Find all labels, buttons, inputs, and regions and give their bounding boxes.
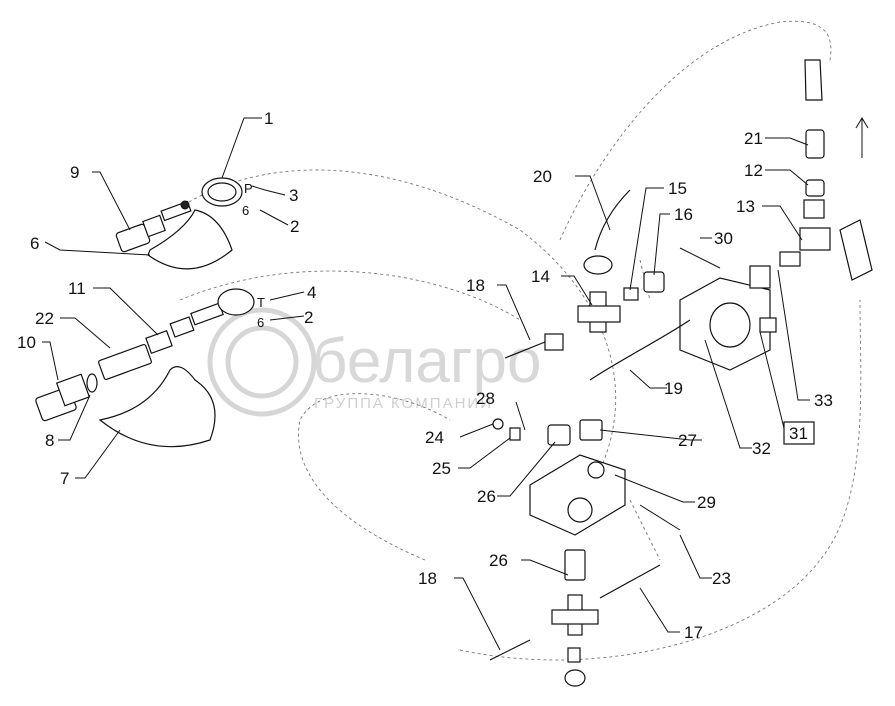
dust-cap-7 (98, 366, 216, 448)
label-23: 23 (712, 569, 731, 588)
label-22: 22 (35, 309, 54, 328)
label-32: 32 (752, 439, 771, 458)
label-20: 20 (533, 167, 552, 186)
valve-29 (529, 454, 626, 536)
label-19: 19 (664, 379, 683, 398)
callout-labels: 1 9 3 2 6 4 2 11 22 10 8 7 20 15 16 30 1… (17, 109, 833, 642)
label-3: 3 (289, 186, 298, 205)
coupling-assembly-upper (115, 177, 243, 270)
quick-coupling-9 (115, 200, 192, 253)
label-9: 9 (70, 163, 79, 182)
coupling-assembly-lower (35, 288, 255, 448)
bolt-30 (679, 247, 721, 269)
label-16: 16 (674, 205, 693, 224)
watermark-brand: белагро (312, 327, 541, 396)
label-18-upper: 18 (466, 276, 485, 295)
bolt-23 (639, 504, 681, 531)
dust-cap-6-upper (147, 209, 233, 270)
label-8: 8 (45, 431, 54, 450)
label-17: 17 (684, 623, 703, 642)
adapter-27 (579, 419, 603, 441)
label-30: 30 (714, 229, 733, 248)
watermark-subtitle: ГРУППА КОМПАНИЙ (314, 394, 493, 412)
label-14: 14 (531, 267, 550, 286)
label-2-lower: 2 (304, 308, 313, 327)
label-31: 31 (789, 424, 808, 443)
label-12: 12 (744, 161, 763, 180)
label-13: 13 (736, 197, 755, 216)
symbol-arrow (855, 117, 869, 158)
hose-20 (583, 189, 631, 275)
fittings-24-25-28 (492, 418, 571, 446)
label-27: 27 (678, 431, 697, 450)
fitting-21-12-13 (779, 59, 873, 281)
tag-6-upper: 6 (242, 203, 249, 218)
label-11: 11 (68, 279, 86, 298)
quick-coupling-10 (35, 373, 91, 422)
tag-p: P (244, 181, 253, 196)
valve-block-31 (679, 265, 777, 371)
tee-14 (577, 291, 621, 333)
tag-6-lower: 6 (257, 315, 264, 330)
dust-cap-4 (217, 288, 255, 316)
label-6: 6 (30, 234, 39, 253)
label-7: 7 (60, 469, 69, 488)
label-15: 15 (668, 179, 687, 198)
lower-tee-and-hoses (489, 549, 661, 687)
label-26-upper: 26 (477, 487, 496, 506)
label-25: 25 (432, 459, 451, 478)
o-ring-8 (86, 373, 98, 393)
port-tags: P 6 T 6 (242, 181, 265, 330)
label-26-lower: 26 (489, 551, 508, 570)
dust-cap-1 (201, 177, 243, 207)
hose-19 (589, 319, 691, 381)
label-4: 4 (307, 283, 316, 302)
label-24: 24 (425, 428, 444, 447)
adapter-22 (98, 344, 152, 380)
tag-t: T (257, 295, 265, 310)
label-28: 28 (476, 389, 495, 408)
label-29: 29 (697, 493, 716, 512)
watermark: белагро ГРУППА КОМПАНИЙ (207, 307, 541, 417)
hose-18-upper (504, 333, 564, 359)
fitting-15-16 (623, 271, 665, 301)
label-18-lower: 18 (418, 569, 437, 588)
label-2-upper: 2 (290, 217, 299, 236)
label-1: 1 (264, 109, 273, 128)
leader-lines (42, 117, 810, 651)
label-31-box (783, 421, 815, 445)
label-21: 21 (744, 129, 763, 148)
routing-lines (149, 20, 862, 661)
label-10: 10 (17, 333, 36, 352)
label-33: 33 (814, 391, 833, 410)
fitting-11 (145, 302, 224, 355)
